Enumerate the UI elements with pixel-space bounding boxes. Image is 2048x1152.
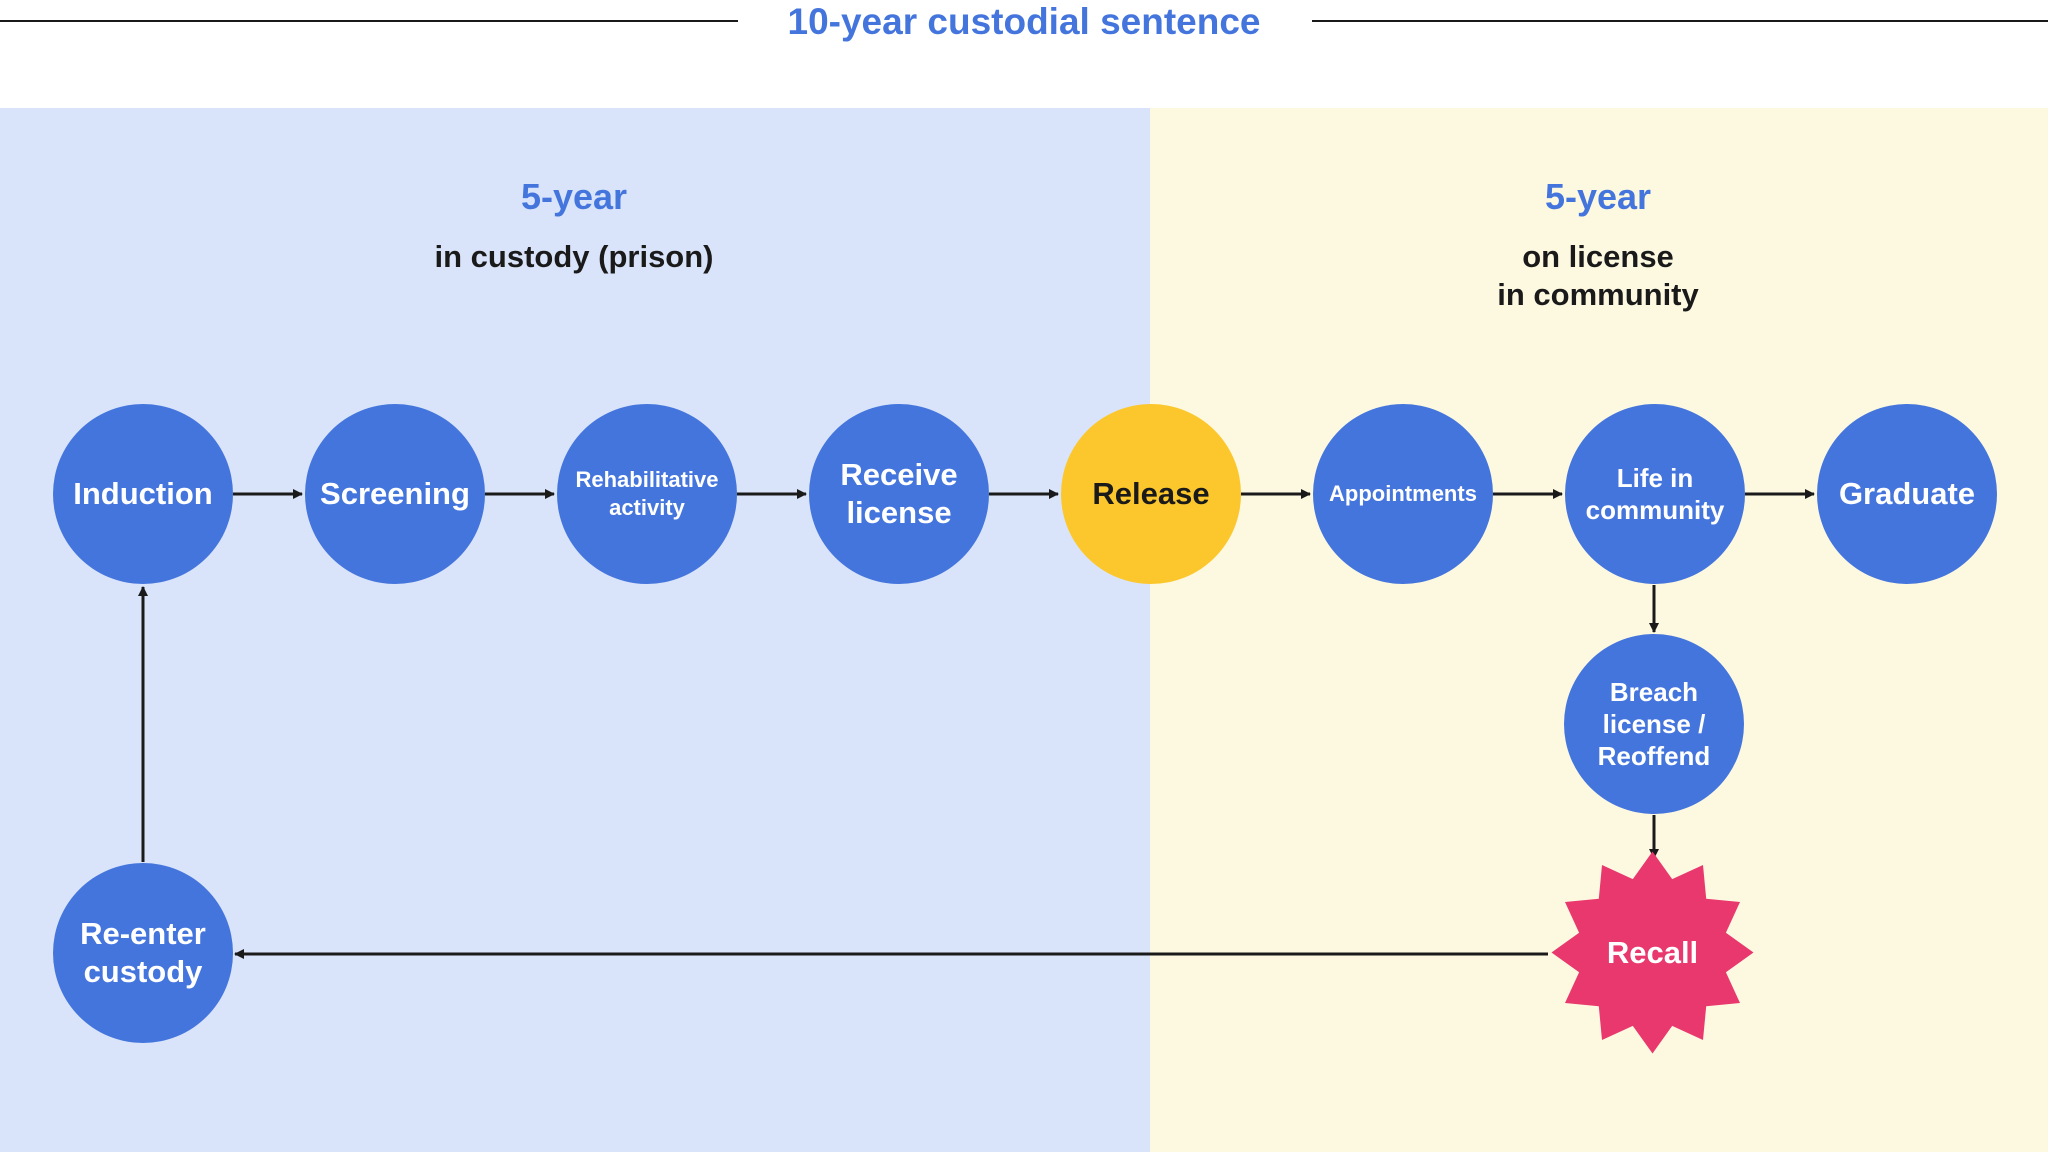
node-graduate: Graduate — [1817, 404, 1997, 584]
title-rule-right — [1312, 20, 2048, 22]
node-rehab-line1: Rehabilitative — [575, 467, 719, 492]
node-reenter-line1: Re-enter — [80, 916, 206, 951]
node-appointments-label: Appointments — [1329, 481, 1477, 506]
node-reenter-custody: Re-enter custody — [53, 863, 233, 1043]
node-release-label: Release — [1092, 476, 1210, 511]
node-receive-line1: Receive — [840, 457, 958, 492]
custody-duration: 5-year — [520, 176, 628, 217]
node-recall: Recall — [1550, 850, 1755, 1055]
node-recall-label: Recall — [1606, 934, 1699, 970]
node-graduate-label: Graduate — [1838, 476, 1976, 511]
node-life-line1: Life in — [1616, 463, 1694, 493]
license-duration: 5-year — [1544, 176, 1652, 217]
recall-burst-shape — [1551, 851, 1754, 1054]
node-life-in-community: Life in community — [1565, 404, 1745, 584]
node-breach-line1: Breach — [1609, 677, 1699, 707]
node-life-line2: community — [1585, 495, 1725, 525]
node-reenter-line2: custody — [83, 954, 203, 989]
diagram-title: 10-year custodial sentence — [787, 1, 1261, 42]
license-description-line2: in community — [1497, 277, 1699, 312]
license-description-line1: on license — [1522, 239, 1674, 274]
node-screening-label: Screening — [320, 476, 470, 511]
node-receive-license: Receive license — [809, 404, 989, 584]
node-rehabilitative-activity: Rehabilitative activity — [557, 404, 737, 584]
node-breach-license: Breach license / Reoffend — [1564, 634, 1744, 814]
node-induction-label: Induction — [73, 476, 213, 511]
recall-burst-icon — [1551, 851, 1754, 1054]
license-description: on license in community — [1338, 238, 1858, 314]
node-screening: Screening — [305, 404, 485, 584]
node-induction: Induction — [53, 404, 233, 584]
title-rule-left — [0, 20, 738, 22]
node-breach-line2: license / — [1602, 709, 1706, 739]
custody-description: in custody (prison) — [314, 238, 834, 276]
node-appointments: Appointments — [1313, 404, 1493, 584]
node-release: Release — [1061, 404, 1241, 584]
node-breach-line3: Reoffend — [1597, 741, 1711, 771]
node-receive-line2: license — [846, 495, 952, 530]
node-rehab-line2: activity — [609, 495, 685, 520]
custody-description-text: in custody (prison) — [434, 239, 714, 274]
